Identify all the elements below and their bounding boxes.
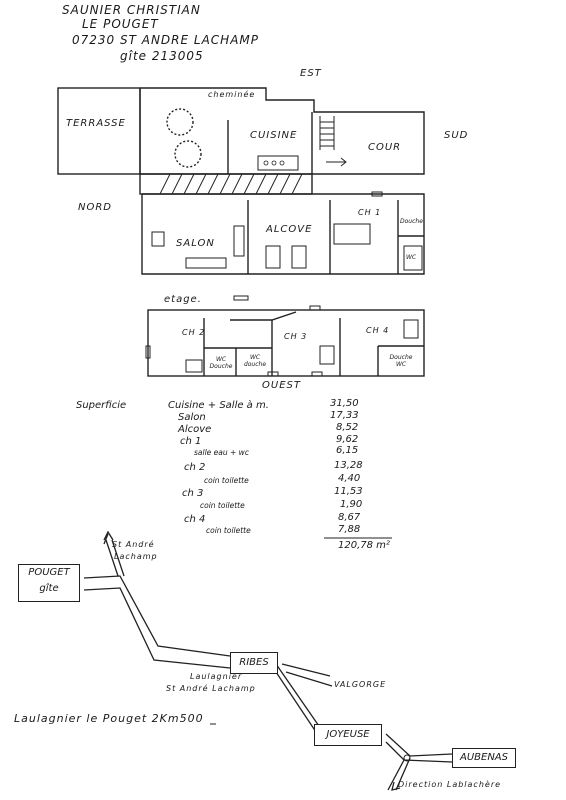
- map-direction: Direction Lablachère: [398, 780, 502, 789]
- label-est: EST: [300, 68, 322, 79]
- label-wc-ground: WC: [406, 254, 417, 261]
- label-nord: NORD: [78, 202, 112, 213]
- map-laulagnier: Laulagnier: [190, 672, 243, 681]
- distance-note: Laulagnier le Pouget 2Km500: [14, 712, 204, 725]
- surface-value: 11,53: [334, 486, 363, 497]
- surface-title: Superficie: [76, 400, 127, 411]
- label-wc-douche-left: WC Douche: [209, 356, 233, 370]
- label-douche-ground: Douche: [400, 218, 423, 225]
- surface-value: 6,15: [336, 445, 359, 456]
- map-st-andre-lachamp: St André Lachamp: [166, 684, 256, 693]
- map-st-andre: St André: [112, 540, 155, 549]
- surface-value: 7,88: [338, 524, 361, 535]
- address: 07230 ST ANDRE LACHAMP: [72, 33, 260, 47]
- room-cuisine: CUISINE: [250, 130, 298, 141]
- surface-label: Cuisine + Salle à m.: [168, 400, 269, 411]
- map-ribes: RIBES: [230, 652, 278, 674]
- label-cheminee: cheminée: [208, 90, 256, 99]
- surface-label: Alcove: [178, 424, 212, 435]
- surface-label: ch 2: [184, 462, 206, 473]
- label-sud: SUD: [444, 130, 469, 141]
- surface-label: Salon: [178, 412, 206, 423]
- terrasse-outline: [57, 87, 141, 175]
- label-wc-douche-mid: WC douche: [243, 354, 267, 368]
- surface-value: 13,28: [334, 460, 363, 471]
- surface-value: 8,67: [338, 512, 361, 523]
- label-etage: etage.: [164, 294, 202, 305]
- map-gite: gîte: [39, 583, 59, 594]
- room-salon: SALON: [176, 238, 215, 249]
- surface-label: salle eau + wc: [194, 448, 249, 457]
- surface-value: 8,52: [336, 422, 359, 433]
- map-aubenas: AUBENAS: [452, 748, 516, 768]
- room-ch2: CH 2: [182, 328, 206, 337]
- surface-label: coin toilette: [206, 526, 251, 535]
- surface-value: 31,50: [330, 398, 359, 409]
- gite-number: gîte 213005: [120, 49, 204, 63]
- room-ch4: CH 4: [366, 326, 390, 335]
- surface-value: 17,33: [330, 410, 359, 421]
- surface-total: 120,78 m²: [338, 540, 390, 551]
- surface-label: ch 3: [182, 488, 204, 499]
- place-name: LE POUGET: [82, 17, 159, 31]
- map-pouget-box: POUGET gîte: [18, 564, 80, 602]
- label-ouest: OUEST: [262, 380, 301, 391]
- room-cour: COUR: [368, 142, 402, 153]
- surface-value: 4,40: [338, 473, 361, 484]
- label-douche-wc-right: Douche WC: [389, 354, 413, 368]
- map-lachamp: Lachamp: [114, 552, 158, 561]
- map-valgorge: VALGORGE: [334, 680, 387, 689]
- map-joyeuse: JOYEUSE: [314, 724, 382, 746]
- living-outline: [141, 193, 425, 275]
- map-pouget: POUGET: [28, 567, 70, 578]
- room-ch3: CH 3: [284, 332, 308, 341]
- surface-label: coin toilette: [200, 501, 245, 510]
- surface-label: ch 4: [184, 514, 206, 525]
- room-alcove: ALCOVE: [266, 224, 313, 235]
- surface-value: 1,90: [340, 499, 363, 510]
- room-ch1: CH 1: [358, 208, 382, 217]
- upper-floor-outline: [147, 309, 425, 377]
- surface-label: coin toilette: [204, 476, 249, 485]
- surface-label: ch 1: [180, 436, 202, 447]
- owner-name: SAUNIER CHRISTIAN: [62, 3, 201, 17]
- room-terrasse: TERRASSE: [66, 118, 126, 129]
- surface-value: 9,62: [336, 434, 359, 445]
